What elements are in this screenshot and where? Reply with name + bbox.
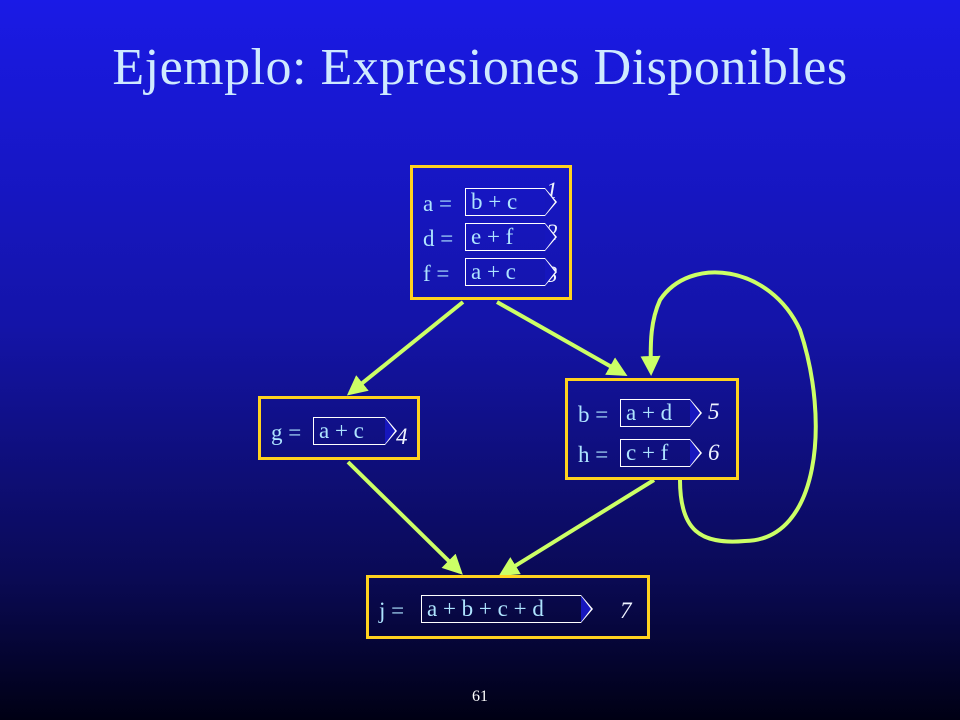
basic-block-4: j = a + b + c + d 7	[366, 575, 650, 639]
statement-6: h = c + f	[568, 438, 736, 470]
statement-lhs: f =	[423, 261, 450, 286]
expression-tag: a + b + c + d	[421, 595, 593, 623]
statement-lhs: g =	[271, 420, 302, 445]
expression-tag: b + c	[465, 188, 557, 216]
statement-lhs: h =	[578, 442, 609, 467]
statement-7: j = a + b + c + d	[369, 594, 647, 626]
expression-number-7: 7	[620, 598, 632, 623]
statement-3: f = a + c	[413, 257, 569, 289]
slide-title: Ejemplo: Expresiones Disponibles	[112, 39, 848, 96]
statement-2: d = e + f	[413, 222, 569, 254]
basic-block-2: g = a + c 4	[258, 396, 420, 460]
statement-1: a = b + c	[413, 187, 569, 219]
expression-number-6: 6	[708, 440, 720, 465]
edge-b3-self-loop	[640, 270, 818, 544]
statement-lhs: d =	[423, 226, 454, 251]
edge-b1-to-b3	[496, 300, 628, 376]
edge-b1-to-b2	[346, 300, 465, 396]
expression-tag: a + c	[313, 417, 397, 445]
statement-5: b = a + d	[568, 398, 736, 430]
statement-lhs: b =	[578, 402, 609, 427]
edge-b2-to-b4	[346, 460, 463, 575]
expression-tag: a + c	[465, 258, 557, 286]
statement-lhs: a =	[423, 191, 452, 216]
page-number: 61	[472, 688, 488, 705]
statement-4: g = a + c	[261, 416, 417, 448]
expression-number-5: 5	[708, 399, 720, 424]
expression-tag: a + d	[620, 399, 702, 427]
expression-tag: e + f	[465, 223, 557, 251]
expression-number-4: 4	[396, 424, 408, 449]
expression-tag: c + f	[620, 439, 702, 467]
edge-b3-to-b4	[498, 478, 656, 577]
basic-block-3: b = a + d h = c + f 5 6	[565, 378, 739, 480]
statement-lhs: j =	[379, 598, 405, 623]
basic-block-1: a = b + c d = e + f f = a + c 1 2 3	[410, 165, 572, 300]
